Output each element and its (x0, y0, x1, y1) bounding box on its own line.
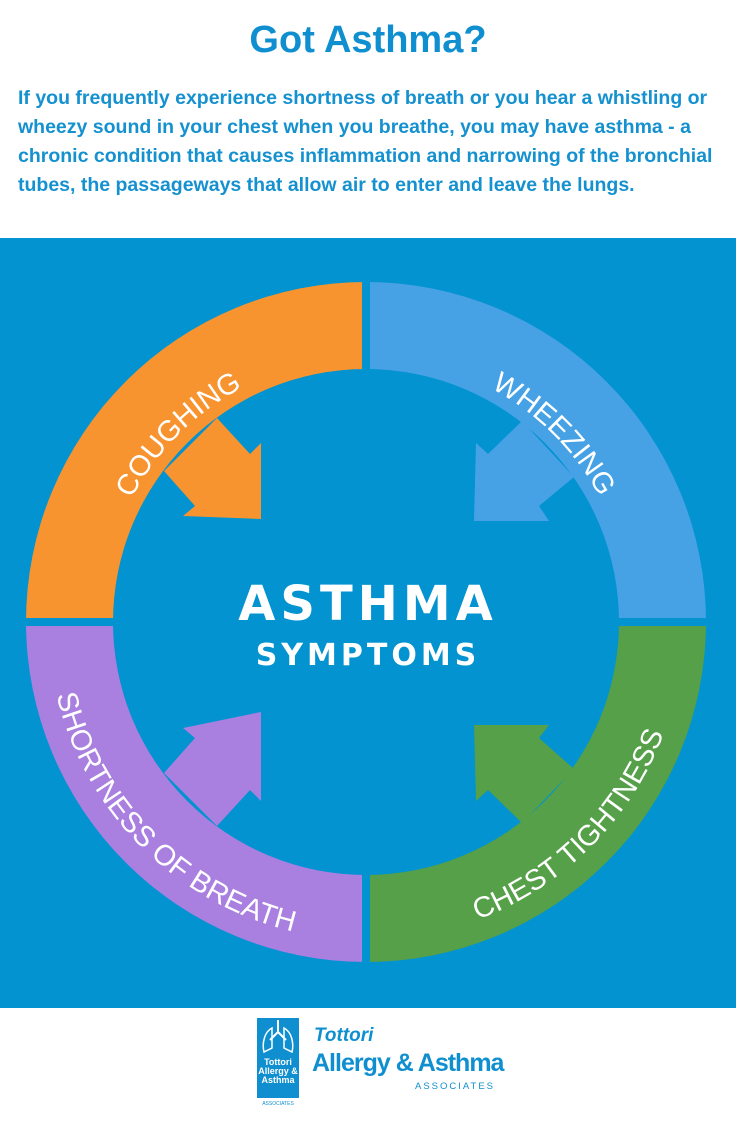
company-logo: Tottori Allergy & Asthma ASSOCIATES Tott… (257, 1018, 504, 1118)
page-title: Got Asthma? (249, 19, 487, 61)
center-subtitle: SYMPTOMS (255, 638, 481, 673)
symptom-ring: COUGHING WHEEZING SHORTNESS OF BREATH CH… (10, 268, 726, 988)
ring-segment-chest-tightness (366, 622, 706, 962)
arrow-chest-tightness (474, 725, 574, 823)
ring-segment-wheezing (366, 282, 706, 622)
logo-line2: Allergy & Asthma (312, 1049, 504, 1077)
ring-segment-shortness-of-breath (26, 622, 366, 962)
lungs-logo-icon: Tottori Allergy & Asthma (257, 1018, 299, 1098)
logo-line1: Tottori (314, 1025, 374, 1046)
intro-paragraph: If you frequently experience shortness o… (18, 87, 713, 196)
arrow-shortness-of-breath (164, 712, 261, 826)
symptoms-diagram: COUGHING WHEEZING SHORTNESS OF BREATH CH… (0, 238, 736, 1008)
arrow-coughing (164, 418, 261, 519)
arrow-wheezing (474, 421, 574, 521)
logo-line3: ASSOCIATES (415, 1081, 496, 1092)
center-title: ASTHMA (238, 576, 498, 632)
ring-segment-coughing (26, 282, 366, 622)
